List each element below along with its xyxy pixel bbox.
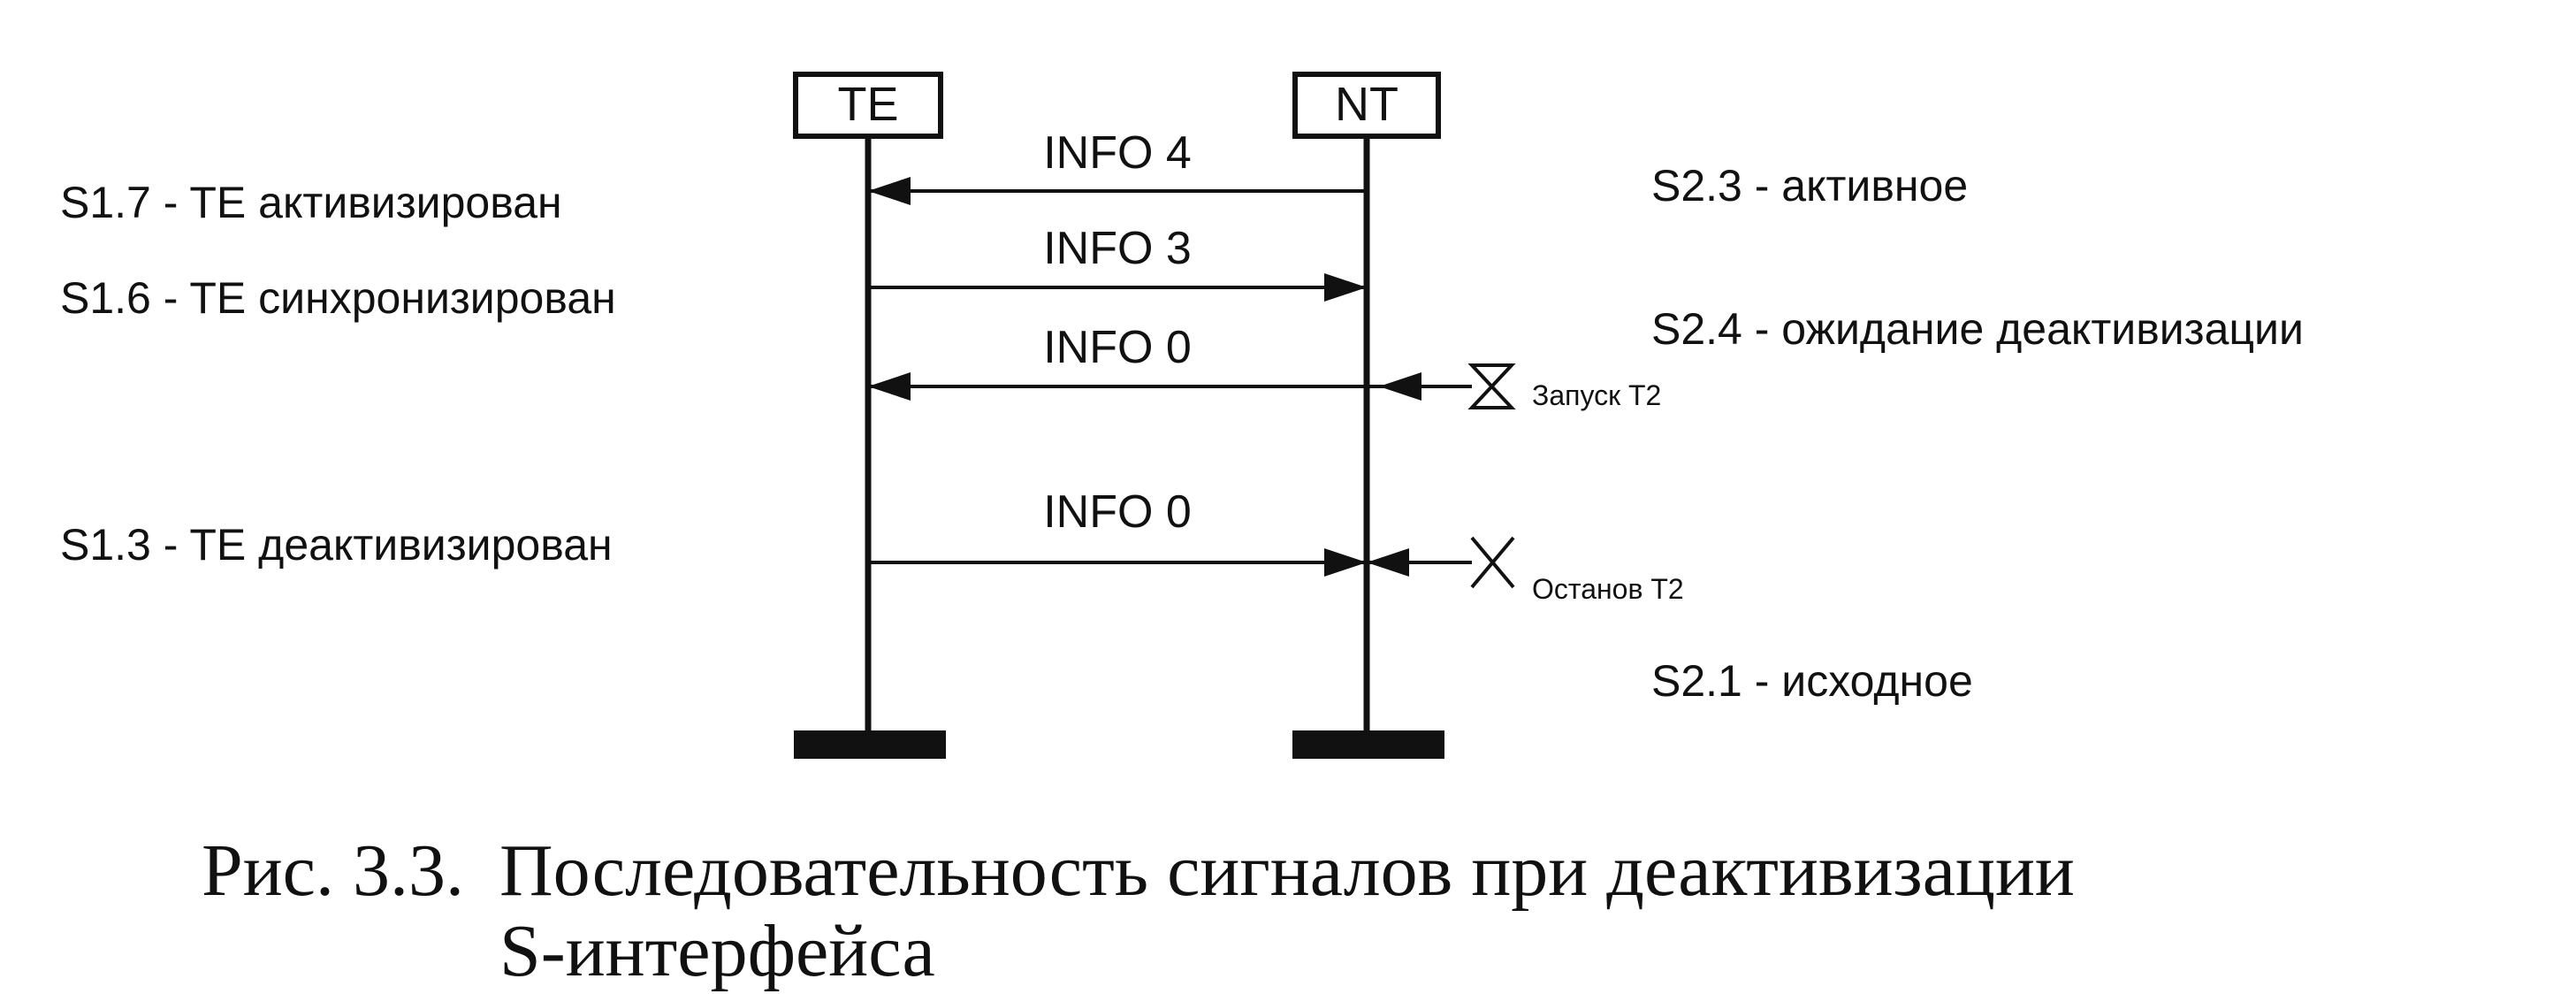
- timer-start-label: Запуск T2: [1532, 379, 1661, 411]
- nt-terminator: [1292, 730, 1444, 759]
- arrowhead-left: [1367, 548, 1409, 577]
- nt-state-s2-4: S2.4 - ожидание деактивизации: [1651, 304, 2304, 354]
- arrowhead-right: [1324, 273, 1367, 302]
- message-label-info3: INFO 3: [1043, 223, 1192, 274]
- arrowhead-left: [868, 177, 911, 205]
- te-state-s1-6: S1.6 - TE синхронизирован: [60, 273, 616, 323]
- nt-entity-label: NT: [1335, 78, 1399, 131]
- te-entity-label: TE: [837, 78, 898, 131]
- message-label-info4: INFO 4: [1043, 127, 1192, 179]
- message-label-info0-second: INFO 0: [1043, 486, 1192, 538]
- te-terminator: [794, 730, 946, 759]
- message-label-info0-first: INFO 0: [1043, 322, 1192, 373]
- hourglass-icon: [1467, 363, 1516, 409]
- arrowhead-right: [1324, 548, 1367, 577]
- arrowhead-left: [868, 372, 911, 401]
- nt-state-s2-1: S2.1 - исходное: [1651, 656, 1973, 706]
- cross-icon: [1470, 536, 1515, 589]
- te-state-s1-7: S1.7 - TE активизирован: [60, 178, 562, 227]
- nt-state-s2-3: S2.3 - активное: [1651, 161, 1968, 210]
- timer-stop-label: Останов T2: [1532, 573, 1684, 605]
- te-state-s1-3: S1.3 - TE деактивизирован: [60, 520, 613, 570]
- arrowhead-left: [1379, 372, 1421, 401]
